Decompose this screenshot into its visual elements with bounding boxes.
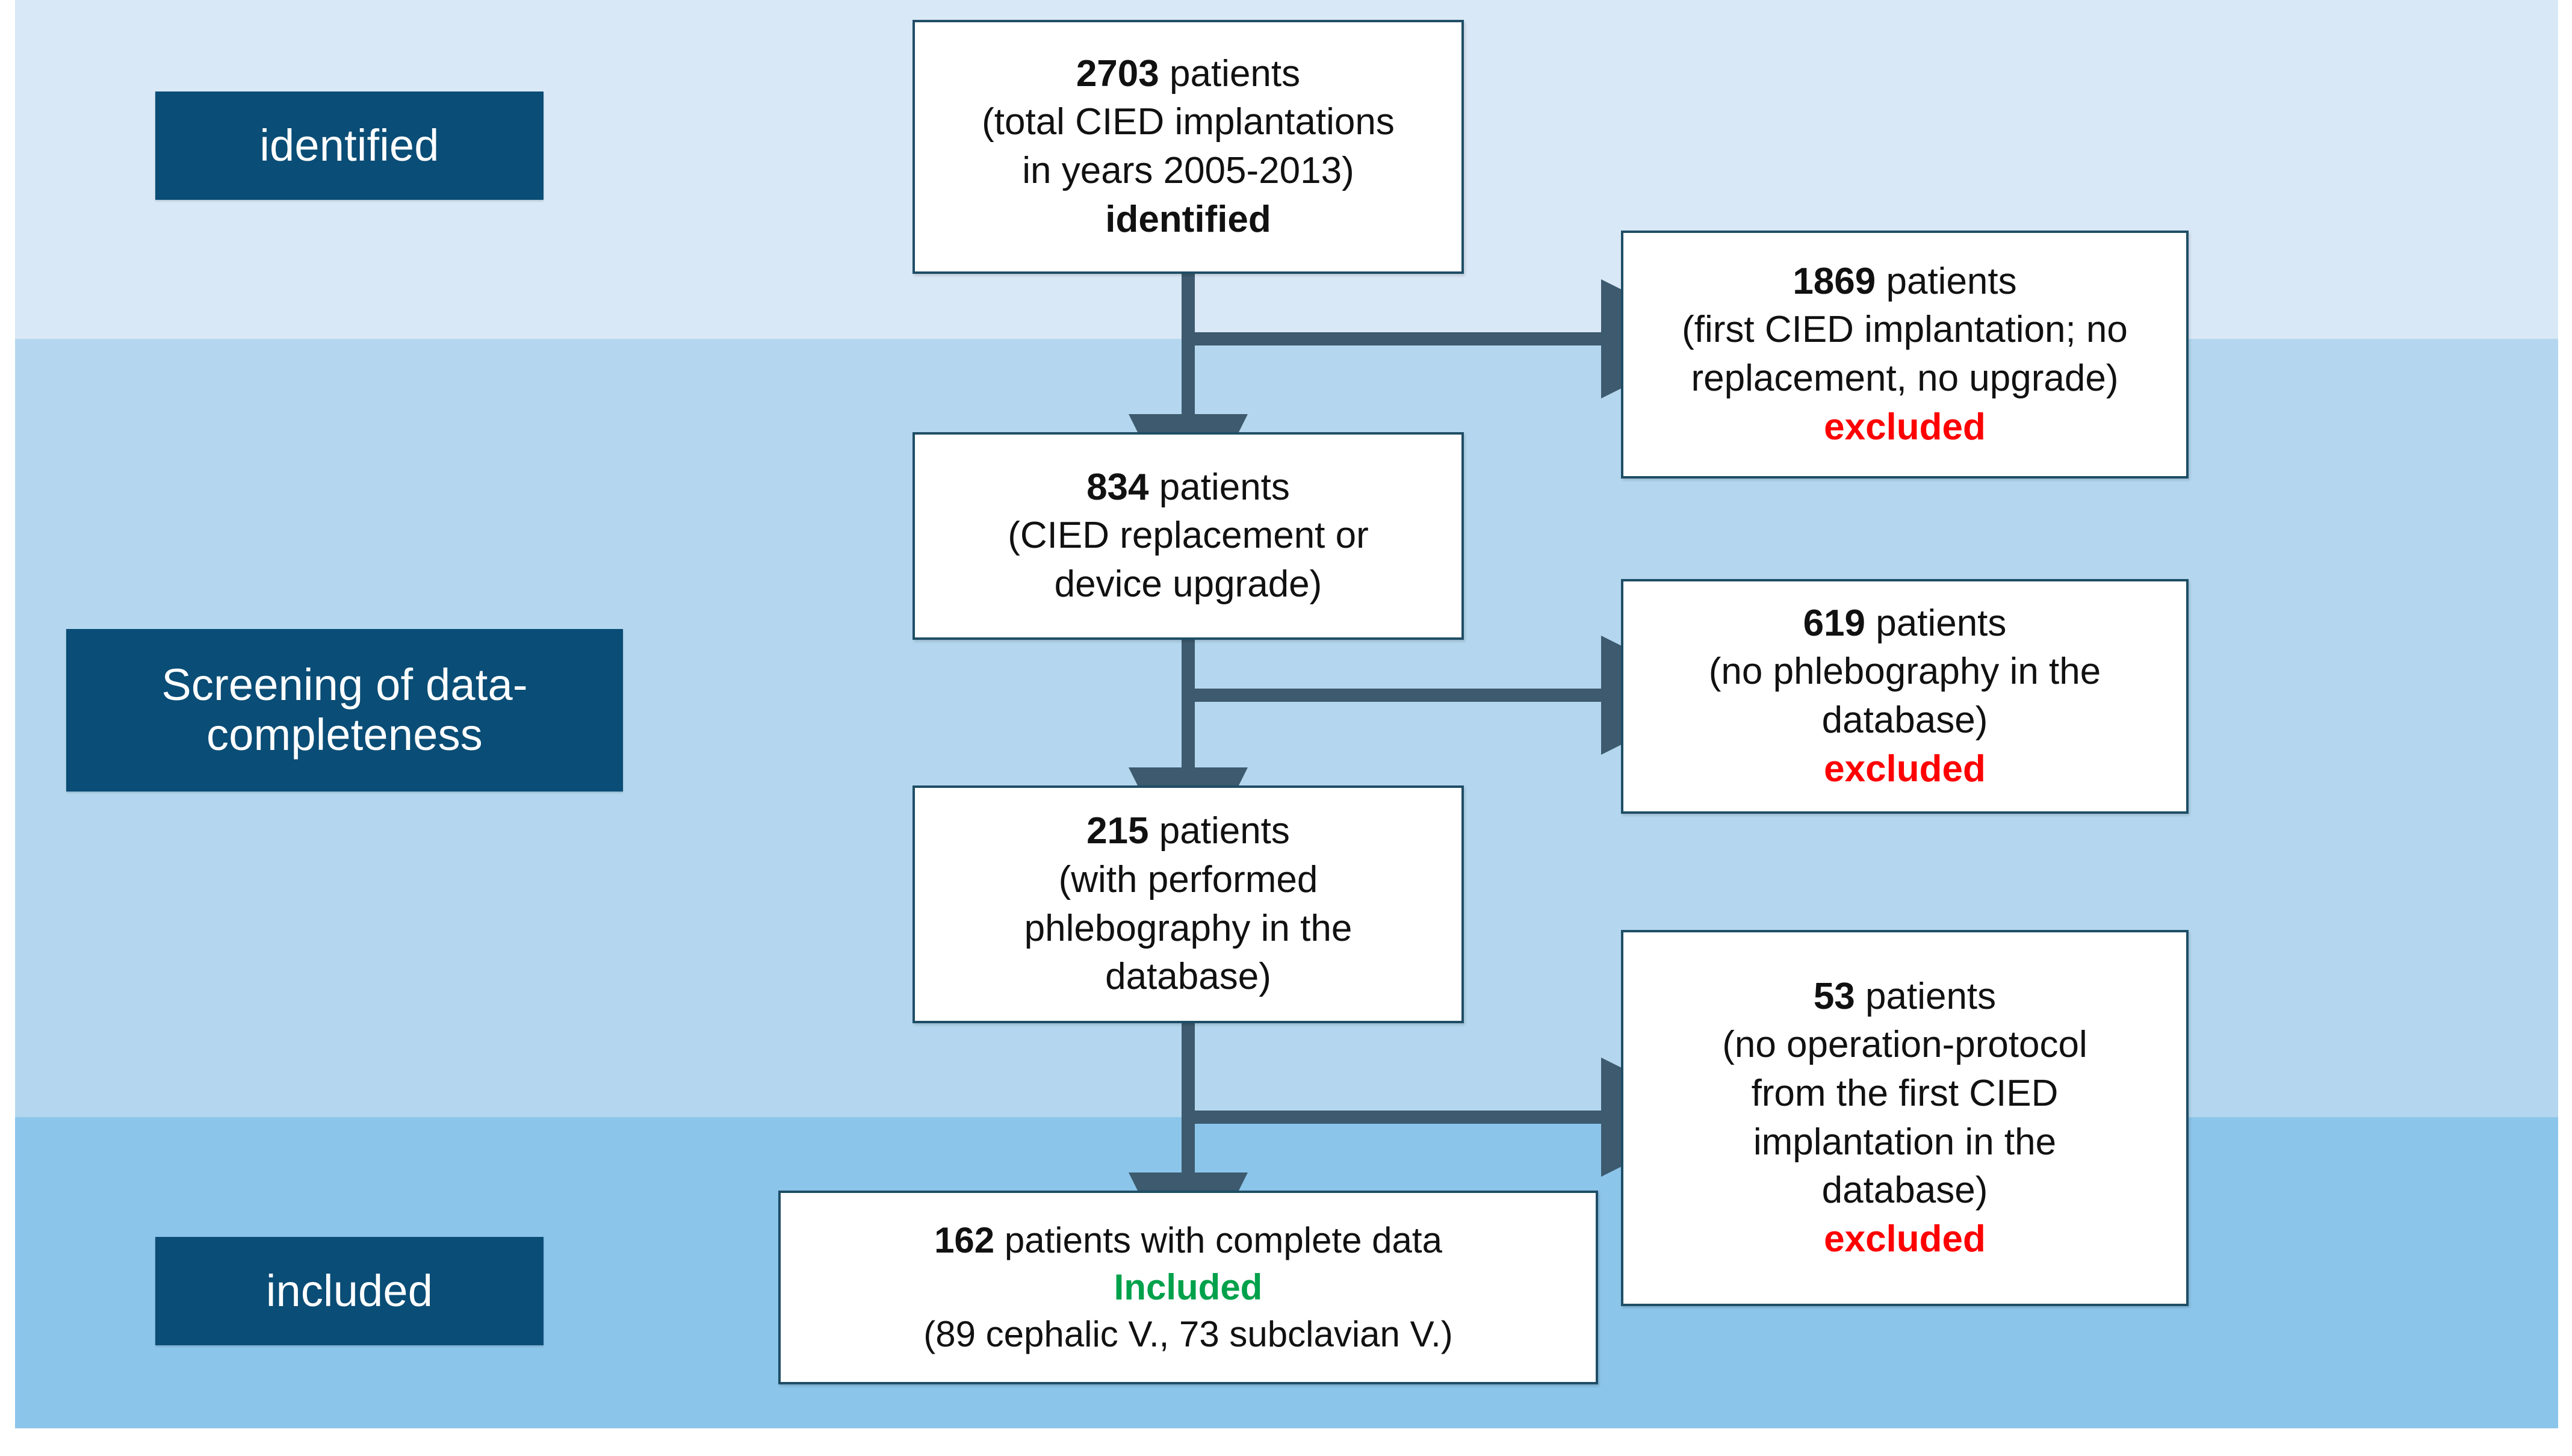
excl-1-reason-line2: replacement, no upgrade) [1691, 358, 2119, 399]
replacement-detail-line1: (CIED replacement or [1008, 515, 1369, 557]
final-breakdown: (89 cephalic V., 73 subclavian V.) [923, 1314, 1453, 1354]
final-status: Included [1114, 1267, 1263, 1307]
identified-count: 2703 [1076, 52, 1159, 94]
excl-2-count: 619 [1803, 602, 1866, 644]
final-unit: patients with complete data [994, 1220, 1442, 1260]
excl-3-reason-line4: database) [1821, 1169, 1988, 1212]
phlebography-detail-line1: (with performed [1058, 858, 1318, 900]
excl-1-reason-line1: (first CIED implantation; no [1682, 309, 2128, 351]
excl-2-status: excluded [1824, 748, 1986, 790]
excl-2-reason-line2: database) [1821, 699, 1988, 741]
excl-3-unit: patients [1855, 975, 1997, 1017]
excl-2-count-line: 619 patients [1803, 599, 2007, 648]
excl-2-unit: patients [1865, 602, 2007, 644]
exclusion-box-3: 53 patients (no operation-protocol from … [1621, 930, 2189, 1306]
phlebography-unit: patients [1148, 810, 1290, 852]
identified-unit: patients [1159, 52, 1301, 94]
phlebography-count-line: 215 patients [1086, 807, 1290, 856]
excl-3-reason-line3: implantation in the [1753, 1121, 2057, 1163]
replacement-detail-line2: device upgrade) [1054, 563, 1322, 605]
excl-1-status: excluded [1824, 406, 1986, 448]
flow-box-identified: 2703 patients (total CIED implantations … [913, 20, 1464, 274]
final-count: 162 [934, 1220, 995, 1260]
excl-3-count-line: 53 patients [1814, 973, 1996, 1021]
stage-label-screening: Screening of data-completeness [66, 629, 623, 792]
flow-box-final-included: 162 patients with complete data Included… [778, 1191, 1598, 1384]
final-count-line: 162 patients with complete data [934, 1217, 1442, 1264]
excl-1-unit: patients [1876, 260, 2017, 302]
phlebography-detail-line2: phlebography in the [1024, 907, 1353, 949]
phlebography-detail-line3: database) [1105, 956, 1271, 998]
stage-label-included: included [155, 1237, 544, 1345]
identified-detail-line1: (total CIED implantations [982, 101, 1395, 143]
identified-status: identified [1105, 198, 1271, 240]
excl-1-count-line: 1869 patients [1793, 258, 2016, 306]
flow-box-phlebography: 215 patients (with performed phlebograph… [913, 785, 1464, 1023]
excl-2-reason-line1: (no phlebography in the [1708, 651, 2101, 693]
excl-3-reason-line1: (no operation-protocol [1722, 1024, 2087, 1066]
flow-box-replacement: 834 patients (CIED replacement or device… [913, 432, 1464, 640]
stage-label-screening-line1: Screening of [161, 660, 414, 710]
excl-3-reason-line2: from the first CIED [1751, 1072, 2059, 1114]
stage-label-identified: identified [155, 91, 544, 200]
identified-detail-line2: in years 2005-2013) [1022, 150, 1354, 191]
phlebography-count: 215 [1086, 810, 1149, 852]
exclusion-box-2: 619 patients (no phlebography in the dat… [1621, 579, 2189, 814]
replacement-count: 834 [1086, 466, 1149, 508]
excl-3-count: 53 [1813, 975, 1855, 1017]
stage-label-identified-text: identified [259, 120, 439, 170]
stage-label-screening-line2: data-completeness [206, 660, 528, 760]
identified-count-line: 2703 patients [1076, 50, 1300, 99]
replacement-count-line: 834 patients [1086, 463, 1290, 512]
exclusion-box-1: 1869 patients (first CIED implantation; … [1621, 231, 2189, 479]
stage-label-included-text: included [265, 1265, 433, 1316]
excl-3-status: excluded [1824, 1218, 1986, 1260]
excl-1-count: 1869 [1793, 260, 1876, 302]
replacement-unit: patients [1148, 466, 1290, 508]
